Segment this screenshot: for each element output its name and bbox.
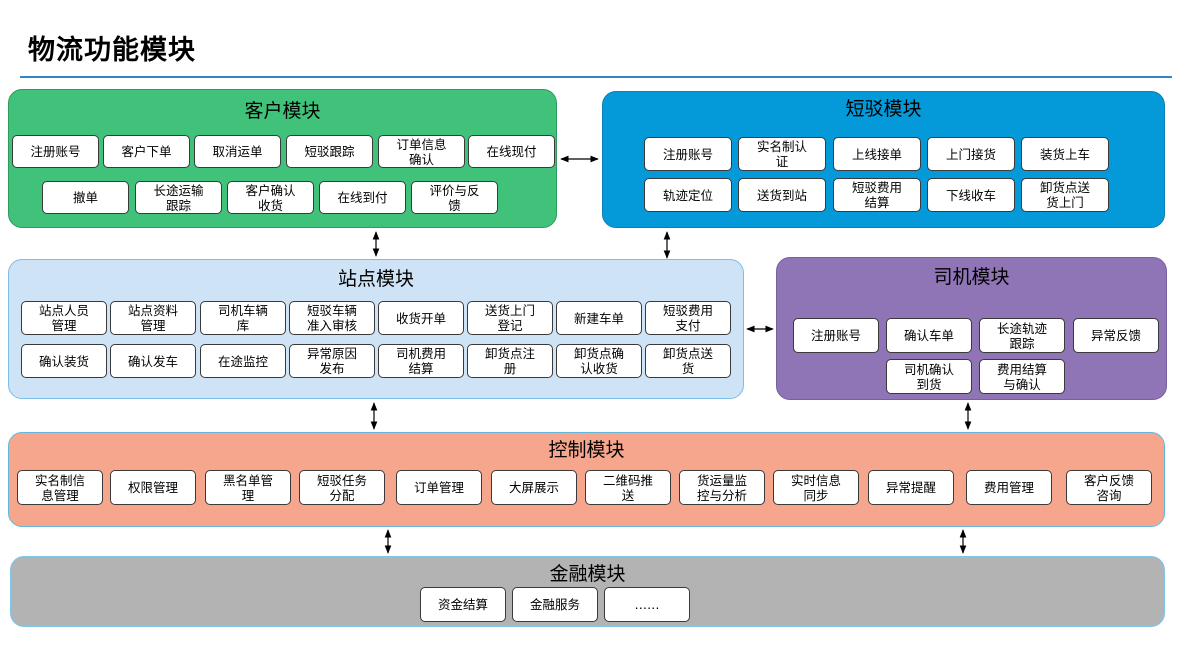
driver-function-box: 司机确认到货	[886, 359, 972, 394]
title-divider	[20, 76, 1172, 78]
station-function-box: 异常原因发布	[289, 344, 375, 378]
driver-function-box: 确认车单	[886, 318, 972, 353]
finance-function-box: 资金结算	[420, 587, 506, 622]
station-function-box: 站点人员管理	[21, 301, 107, 335]
control-function-box: 二维码推送	[585, 470, 671, 505]
driver-function-box: 费用结算与确认	[979, 359, 1065, 394]
station-function-box: 站点资料管理	[110, 301, 196, 335]
customer-function-box: 长途运输跟踪	[135, 181, 222, 214]
customer-function-box: 订单信息确认	[378, 135, 465, 168]
control-function-box: 费用管理	[966, 470, 1052, 505]
station-function-box: 司机费用结算	[378, 344, 464, 378]
short-function-box: 卸货点送货上门	[1021, 178, 1109, 212]
control-function-box: 大屏展示	[491, 470, 577, 505]
control-function-box: 异常提醒	[868, 470, 954, 505]
page-title: 物流功能模块	[28, 35, 196, 66]
station-function-box: 确认装货	[21, 344, 107, 378]
station-function-box: 收货开单	[378, 301, 464, 335]
station-function-box: 司机车辆库	[200, 301, 286, 335]
station-function-box: 卸货点送货	[645, 344, 731, 378]
short-function-box: 装货上车	[1021, 137, 1109, 171]
driver-module: 司机模块 注册账号确认车单长途轨迹跟踪异常反馈司机确认到货费用结算与确认	[776, 257, 1167, 400]
station-function-box: 卸货点确认收货	[556, 344, 642, 378]
control-module-title: 控制模块	[548, 439, 625, 461]
customer-function-box: 客户下单	[103, 135, 190, 168]
customer-function-box: 短驳跟踪	[286, 135, 373, 168]
customer-module: 客户模块 注册账号客户下单取消运单短驳跟踪订单信息确认在线现付撤单长途运输跟踪客…	[8, 89, 557, 228]
customer-function-box: 评价与反馈	[411, 181, 498, 214]
short-haul-module: 短驳模块 注册账号实名制认证上线接单上门接货装货上车轨迹定位送货到站短驳费用结算…	[602, 91, 1165, 228]
control-function-box: 短驳任务分配	[299, 470, 385, 505]
station-function-box: 在途监控	[200, 344, 286, 378]
finance-function-box: ……	[604, 587, 690, 622]
short-function-box: 实名制认证	[738, 137, 826, 171]
control-function-box: 黑名单管理	[205, 470, 291, 505]
short-function-box: 轨迹定位	[644, 178, 732, 212]
control-function-box: 实时信息同步	[773, 470, 859, 505]
customer-module-title: 客户模块	[244, 100, 321, 122]
customer-function-box: 在线到付	[319, 181, 406, 214]
short-haul-module-title: 短驳模块	[845, 98, 922, 120]
driver-module-title: 司机模块	[933, 266, 1010, 288]
control-function-box: 订单管理	[396, 470, 482, 505]
finance-module-title: 金融模块	[549, 563, 626, 585]
station-function-box: 送货上门登记	[467, 301, 553, 335]
finance-function-box: 金融服务	[512, 587, 598, 622]
customer-function-box: 在线现付	[468, 135, 555, 168]
customer-function-box: 取消运单	[194, 135, 281, 168]
control-function-box: 货运量监控与分析	[679, 470, 765, 505]
station-module: 站点模块 站点人员管理站点资料管理司机车辆库短驳车辆准入审核收货开单送货上门登记…	[8, 259, 744, 399]
station-function-box: 卸货点注册	[467, 344, 553, 378]
driver-function-box: 异常反馈	[1073, 318, 1159, 353]
short-function-box: 注册账号	[644, 137, 732, 171]
control-module: 控制模块 实名制信息管理权限管理黑名单管理短驳任务分配订单管理大屏展示二维码推送…	[8, 432, 1165, 527]
station-function-box: 短驳费用支付	[645, 301, 731, 335]
station-module-title: 站点模块	[337, 268, 414, 290]
control-function-box: 客户反馈咨询	[1066, 470, 1152, 505]
short-function-box: 下线收车	[927, 178, 1015, 212]
control-function-box: 权限管理	[110, 470, 196, 505]
customer-function-box: 客户确认收货	[227, 181, 314, 214]
station-function-box: 短驳车辆准入审核	[289, 301, 375, 335]
short-function-box: 上门接货	[927, 137, 1015, 171]
driver-function-box: 长途轨迹跟踪	[979, 318, 1065, 353]
customer-function-box: 注册账号	[12, 135, 99, 168]
short-function-box: 上线接单	[833, 137, 921, 171]
customer-function-box: 撤单	[42, 181, 129, 214]
finance-module: 金融模块 资金结算金融服务……	[10, 556, 1165, 627]
control-function-box: 实名制信息管理	[17, 470, 103, 505]
station-function-box: 确认发车	[110, 344, 196, 378]
station-function-box: 新建车单	[556, 301, 642, 335]
short-function-box: 送货到站	[738, 178, 826, 212]
driver-function-box: 注册账号	[793, 318, 879, 353]
short-function-box: 短驳费用结算	[833, 178, 921, 212]
